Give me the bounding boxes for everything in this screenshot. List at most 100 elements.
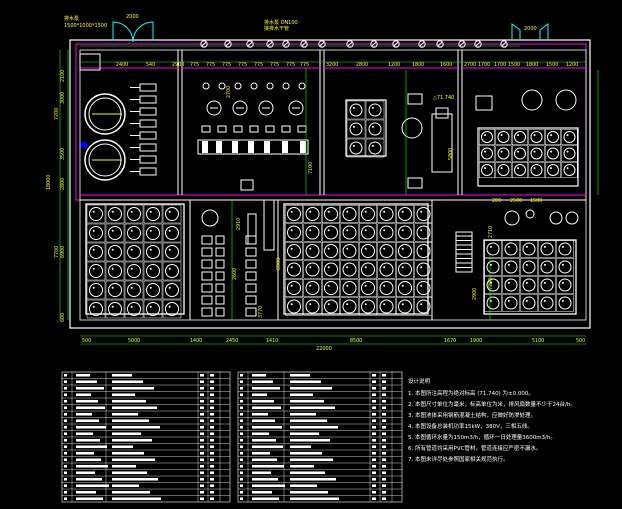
bl-dot xyxy=(92,267,95,270)
dim-left-text: 7200 xyxy=(54,108,60,120)
table-cell-mark xyxy=(64,393,67,397)
fr-tank xyxy=(514,131,526,143)
table-cell-mark xyxy=(372,497,376,501)
table-cell-mark xyxy=(290,477,336,481)
table-cell-mark xyxy=(382,386,386,390)
table-cell-mark xyxy=(240,484,243,488)
valve-stem xyxy=(267,41,273,47)
bc-dot xyxy=(290,284,293,287)
table-cell-mark xyxy=(252,380,273,384)
table-cell-mark xyxy=(252,477,278,481)
bc-dot xyxy=(364,266,367,269)
table-cell-mark xyxy=(240,464,243,468)
bc-tank xyxy=(361,299,375,314)
bc-dot xyxy=(290,247,293,250)
bc-tank xyxy=(342,262,357,277)
table-cell-mark xyxy=(290,445,311,449)
fan-icon xyxy=(298,82,306,90)
bc-dot xyxy=(327,247,330,250)
table-cell-mark xyxy=(382,399,386,403)
bc-dot xyxy=(401,303,404,306)
br-tank xyxy=(558,278,572,292)
br-dot xyxy=(543,263,546,266)
bl-dot xyxy=(149,248,152,251)
table-cell-mark xyxy=(64,412,67,416)
bc-tank xyxy=(379,262,394,277)
table-cell-mark xyxy=(290,425,338,429)
note-1: 1. 本图所注高程为绝对标高 (71.740) 为±0.000。 xyxy=(408,389,534,397)
table-cell-mark xyxy=(200,484,204,488)
table-cell-mark xyxy=(200,406,204,410)
table-cell-mark xyxy=(210,464,214,468)
fan-icon xyxy=(234,82,242,90)
table-cell-mark xyxy=(210,412,214,416)
bl-cell xyxy=(124,299,144,319)
table-cell-mark xyxy=(210,471,214,475)
rm-cell xyxy=(346,138,366,158)
table-cell-mark xyxy=(252,438,276,442)
bl-cell xyxy=(105,261,125,281)
table-cell-mark xyxy=(240,380,243,384)
equipment-box xyxy=(233,125,243,133)
dim-top-mid-text: 775 xyxy=(238,62,247,68)
bc-dot xyxy=(327,210,330,213)
table-cell-mark xyxy=(372,406,376,410)
table-cell-mark xyxy=(382,484,386,488)
table-cell-mark xyxy=(200,425,204,429)
bc-cell xyxy=(414,279,433,297)
valve-stem xyxy=(201,41,207,47)
bc-dot xyxy=(309,284,312,287)
bc-tank xyxy=(342,281,357,295)
top-note-line1: 排水泵 xyxy=(64,15,79,22)
bl-cell xyxy=(86,223,106,243)
bl-dot xyxy=(130,229,133,232)
bc-cell xyxy=(322,260,340,279)
bc-tank xyxy=(305,225,320,240)
br-cell xyxy=(538,276,556,294)
table-cell-mark xyxy=(64,464,67,468)
br-cell xyxy=(484,240,502,258)
fr-cell xyxy=(479,145,495,162)
dim-left-text: 3500 xyxy=(60,148,66,160)
table-cell-mark xyxy=(240,451,243,455)
table-cell-mark xyxy=(112,425,160,429)
br-dot xyxy=(489,245,492,248)
bc-cell xyxy=(303,223,322,242)
table-cell-mark xyxy=(112,399,146,403)
table-cell-mark xyxy=(252,406,281,410)
table-cell-mark xyxy=(252,484,285,488)
dim-top-far-text: 1700 xyxy=(494,62,506,68)
equipment-box xyxy=(281,125,291,133)
dim-top-right-text: 1600 xyxy=(440,62,452,68)
bc-dot xyxy=(364,303,367,306)
pump-icon xyxy=(201,271,213,281)
dim-bottom-text: 500 xyxy=(82,338,91,344)
bl-cell xyxy=(162,261,182,281)
bl-dot xyxy=(149,267,152,270)
table-cell-mark xyxy=(290,497,339,501)
pump-icon xyxy=(139,95,157,104)
table-cell-mark xyxy=(76,386,104,390)
bl-cell xyxy=(143,204,163,224)
bl-cell xyxy=(86,261,106,281)
bl-dot xyxy=(111,210,114,213)
fr-tank xyxy=(563,164,576,176)
bl-dot xyxy=(111,305,114,308)
equipment-box xyxy=(217,125,227,133)
bc-dot xyxy=(383,247,386,250)
table-cell-mark xyxy=(210,406,214,410)
bc-tank xyxy=(342,207,357,221)
bc-dot xyxy=(290,210,293,213)
table-cell-mark xyxy=(290,471,325,475)
top-dim-right: 2000 xyxy=(524,26,537,32)
pump-icon xyxy=(201,283,213,293)
bl-cell xyxy=(162,204,182,224)
bc-dot xyxy=(420,229,423,232)
dim-top-mid-text: 775 xyxy=(222,62,231,68)
bl-cell xyxy=(105,299,125,319)
valve-stem xyxy=(347,41,353,47)
table-cell-mark xyxy=(240,373,243,377)
bc-cell xyxy=(285,223,303,242)
table-cell-mark xyxy=(372,373,376,377)
br-cell xyxy=(484,276,502,294)
